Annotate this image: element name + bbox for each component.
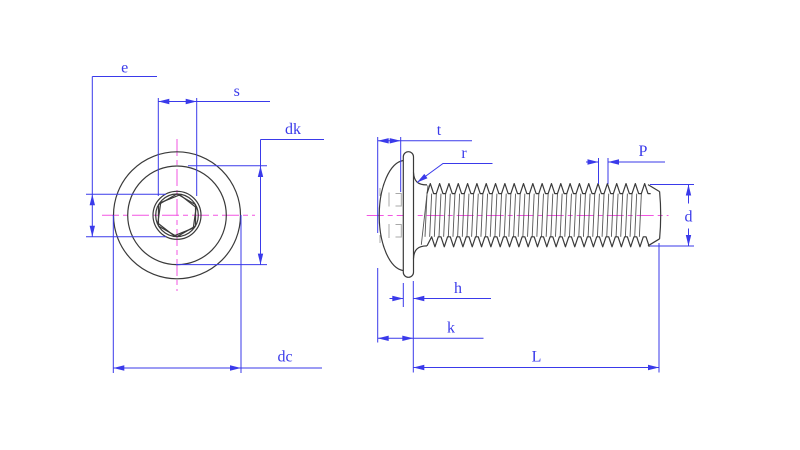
dimension-r-arrow	[417, 173, 428, 183]
dimension-P: P	[586, 143, 665, 184]
label-s: s	[234, 83, 240, 100]
socket-chamfer-circle	[152, 190, 202, 240]
thread-bottom-profile	[426, 236, 650, 248]
dimension-s: s	[157, 83, 270, 196]
front-centerlines	[102, 139, 255, 291]
label-e: e	[121, 60, 128, 77]
dimension-s-lines	[157, 98, 270, 196]
dimension-h: h	[389, 280, 491, 373]
dimension-r-leader	[416, 163, 493, 183]
dimension-d-arrow-up	[685, 184, 692, 196]
dimension-t: t	[377, 122, 472, 233]
dimension-d-arrow-down	[685, 235, 692, 246]
dimension-d-lines	[650, 184, 694, 247]
label-d: d	[685, 209, 693, 226]
front-view: e s dk dc	[86, 60, 324, 373]
dimension-e-arrow-down	[89, 225, 95, 237]
dimension-k-arrow-left	[377, 335, 389, 341]
dimension-r: r	[416, 145, 493, 183]
dimension-dc: dc	[112, 215, 322, 373]
label-t: t	[437, 122, 442, 139]
thread-top-profile	[426, 183, 651, 195]
label-r: r	[461, 145, 467, 162]
label-dk: dk	[285, 121, 301, 138]
thread-flank-lines	[424, 193, 642, 237]
dimension-dc-arrow-right	[230, 365, 241, 371]
flange	[402, 151, 415, 278]
dimension-k-arrow-right	[402, 335, 414, 341]
screw-end-chamfer	[647, 184, 662, 247]
dimension-e: e	[86, 60, 166, 238]
label-L: L	[532, 349, 542, 366]
button-head-dome	[378, 159, 404, 272]
dimension-e-lines	[86, 76, 166, 238]
dimension-L-arrow-left	[413, 364, 425, 371]
dimension-e-arrow-up	[89, 194, 95, 206]
dimension-dk-arrow-down	[257, 253, 264, 265]
dimension-h-lines	[389, 281, 491, 373]
dimension-dc-arrow-left	[113, 365, 125, 371]
label-k: k	[447, 320, 455, 337]
dimension-dc-lines	[112, 215, 322, 373]
hex-socket-chamfer	[157, 194, 197, 237]
label-P: P	[639, 143, 648, 160]
label-h: h	[454, 280, 462, 297]
hex-socket	[157, 193, 197, 238]
dimension-L-lines	[413, 243, 660, 373]
dimension-k-lines	[377, 268, 484, 343]
side-view: t r P d h k	[366, 122, 694, 373]
dimension-t-arrow-left	[377, 138, 389, 144]
dimension-L: L	[413, 243, 660, 373]
dimension-d: d	[650, 184, 694, 247]
dimension-dk: dk	[176, 121, 324, 266]
dimension-h-arrow-left	[392, 295, 404, 302]
neck-fillet	[412, 172, 428, 259]
dimension-P-lines	[586, 158, 665, 184]
screw-outline	[378, 151, 662, 278]
dimension-s-arrow-left	[158, 98, 170, 105]
dimension-dk-arrow-up	[257, 166, 264, 177]
dimension-t-arrow-right	[389, 138, 401, 144]
dimension-P-arrow-left	[587, 159, 599, 165]
dimension-h-arrow-right	[413, 295, 425, 302]
dimension-s-arrow-right	[185, 98, 197, 105]
dimension-k: k	[377, 268, 484, 343]
label-dc: dc	[277, 349, 292, 366]
dimension-L-arrow-right	[648, 364, 659, 371]
dimension-P-arrow-right	[608, 159, 619, 165]
dimension-dk-lines	[176, 139, 324, 266]
